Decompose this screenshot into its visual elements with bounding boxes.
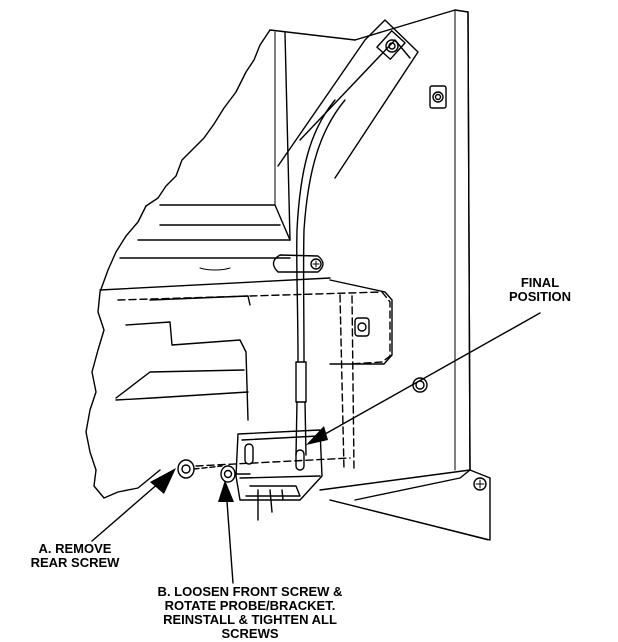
leader-remove-rear-screw: [91, 481, 161, 542]
remove-rear-screw-line-2: REAR SCREW: [30, 555, 120, 570]
loosen-front-screw-line-3: REINSTALL & TIGHTEN ALL: [163, 612, 337, 627]
leader-final-position: [317, 312, 541, 439]
bracket-plate: [329, 279, 393, 365]
cabinet-interior-cutaway: [85, 29, 356, 499]
cabinet-side-panel: [319, 9, 491, 541]
remove-rear-screw-line-1: A. REMOVE: [38, 541, 112, 556]
wire-clip: [272, 254, 324, 273]
final-position-line-1: FINAL: [520, 275, 560, 290]
probe-bracket-final-position: [235, 429, 323, 521]
bracket-original-position: [117, 291, 391, 471]
arrowhead-loosen-front-screw: [218, 480, 234, 502]
arrowhead-remove-rear-screw: [150, 468, 176, 494]
loosen-front-screw-line-1: B. LOOSEN FRONT SCREW &: [157, 584, 343, 599]
final-position-line-2: POSITION: [508, 289, 572, 304]
upper-bracket-arm: [277, 19, 419, 179]
front-screw: [220, 465, 251, 483]
arrowhead-final-position: [306, 426, 328, 445]
loosen-front-screw-line-2: ROTATE PROBE/BRACKET.: [164, 598, 336, 613]
final-position-label: FINAL POSITION: [509, 276, 571, 304]
probe-wire: [295, 99, 346, 456]
panel-screw-lower: [473, 477, 487, 491]
loosen-front-screw-line-4: SCREWS: [221, 626, 279, 641]
leader-loosen-front-screw: [225, 487, 234, 584]
rear-screw: [177, 459, 223, 479]
loosen-front-screw-label: B. LOOSEN FRONT SCREW & ROTATE PROBE/BRA…: [158, 585, 343, 641]
panel-fastener-upper: [429, 85, 447, 109]
remove-rear-screw-label: A. REMOVE REAR SCREW: [31, 542, 120, 570]
